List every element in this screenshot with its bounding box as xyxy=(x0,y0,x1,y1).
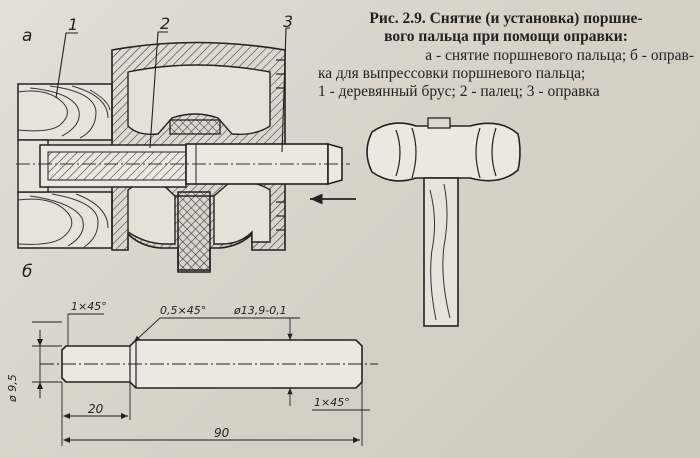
dim-diameter-main: ø13,9-0,1 xyxy=(234,304,287,317)
dim-pilot-length: 20 xyxy=(88,402,104,416)
dim-total-length: 90 xyxy=(214,426,230,440)
hammer xyxy=(366,117,521,327)
dim-diameter-pilot: ø 9,5 xyxy=(6,374,19,402)
mandrel xyxy=(16,142,350,186)
caption-legend-line3: 1 - деревянный брус; 2 - палец; 3 - опра… xyxy=(318,83,600,100)
figure-number: Рис. 2.9. xyxy=(369,10,426,27)
callout-3: 3 xyxy=(283,12,294,31)
callout-2: 2 xyxy=(160,14,171,33)
wooden-block xyxy=(17,83,113,249)
caption-title-line1: Снятие (и установка) поршне- xyxy=(429,10,643,27)
callout-leaders xyxy=(55,27,290,153)
dim-chamfer-left: 1×45° xyxy=(71,300,107,313)
view-a xyxy=(16,27,521,327)
view-label-a: а xyxy=(22,26,33,46)
view-label-b: б xyxy=(22,262,33,282)
caption-legend: а - снятие поршневого пальца; б - оправ-… xyxy=(318,47,694,101)
caption-title: Рис. 2.9. Снятие (и установка) поршне- в… xyxy=(318,10,694,46)
dim-chamfer-step: 0,5×45° xyxy=(160,304,207,317)
caption-legend-line1: а - снятие поршневого пальца; б - оправ- xyxy=(425,47,694,64)
dim-chamfer-right: 1×45° xyxy=(314,396,350,409)
piston xyxy=(111,41,286,273)
view-b xyxy=(32,313,378,446)
piston-pin xyxy=(17,139,187,193)
callout-1: 1 xyxy=(68,15,79,34)
caption-legend-line2: ка для выпрессовки поршневого пальца; xyxy=(318,65,586,82)
figure-caption: Рис. 2.9. Снятие (и установка) поршне- в… xyxy=(318,10,694,101)
caption-title-line2: вого пальца при помощи оправки: xyxy=(384,28,628,45)
